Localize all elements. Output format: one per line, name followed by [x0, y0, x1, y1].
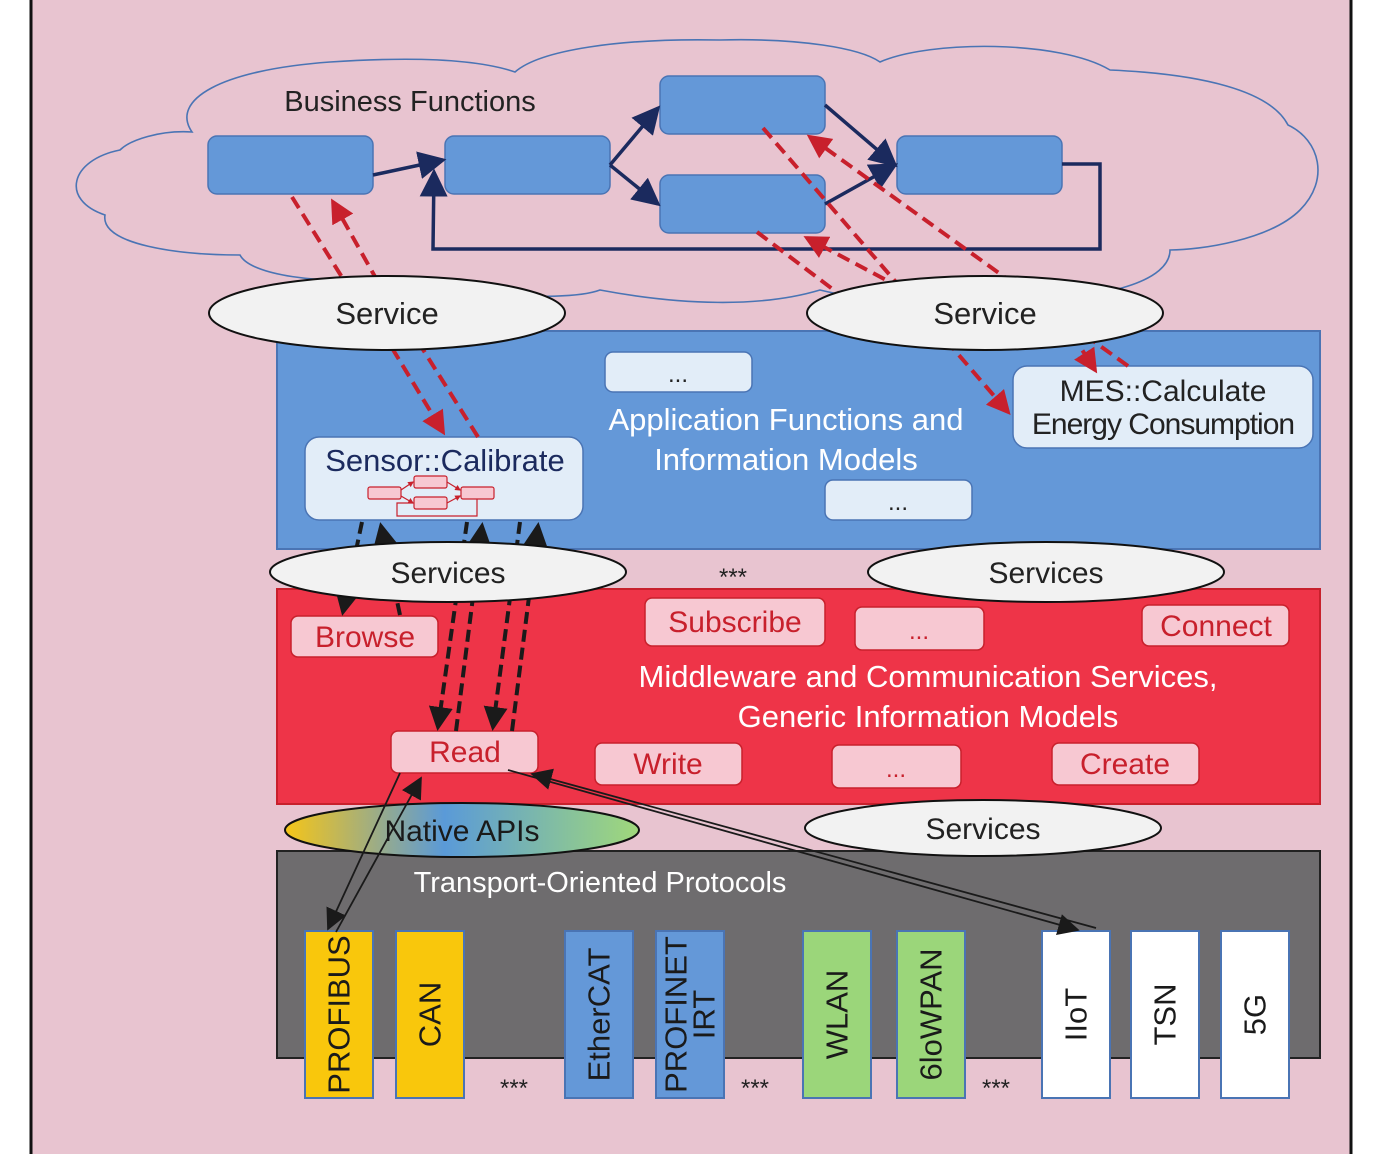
read-box[interactable]: [390, 730, 539, 774]
connect-box[interactable]: [1141, 604, 1290, 647]
service-left-label: Service: [335, 296, 438, 331]
middleware-items: Browse Subscribe ... Connect Read Write …: [290, 597, 1290, 789]
read-call-arrow: [428, 521, 469, 731]
profibus-to-read-arrow: [335, 776, 422, 933]
protocol-label-can: CAN: [413, 982, 448, 1047]
flow-arrow: [372, 151, 447, 179]
protocol-profinet-irt[interactable]: [655, 930, 725, 1099]
protocol-wlan[interactable]: [802, 930, 872, 1099]
service-interface-left[interactable]: [208, 275, 566, 351]
transport-layer-title: Transport-Oriented Protocols: [414, 867, 787, 899]
read-label: Read: [429, 736, 501, 769]
browse-label: Browse: [315, 621, 415, 654]
protocol-label-profibus: PROFIBUS: [322, 935, 357, 1093]
business-step-2[interactable]: [444, 135, 611, 195]
middleware-title-line1: Middleware and Communication Services,: [639, 659, 1218, 694]
business-step-4[interactable]: [896, 135, 1063, 195]
middleware-placeholder-top[interactable]: [854, 606, 985, 651]
application-layer-title-line1: Application Functions and: [608, 402, 963, 437]
subscribe-label: Subscribe: [668, 606, 801, 639]
business-step-1[interactable]: [207, 135, 374, 195]
protocol-label-wlan: WLAN: [820, 970, 855, 1060]
app-placeholder-box-bottom[interactable]: [824, 479, 973, 521]
mes-calculate-box[interactable]: [1012, 365, 1314, 449]
services-interface-right[interactable]: [867, 541, 1225, 603]
loop-back-arrow: [419, 162, 1102, 251]
protocol-label-5g: 5G: [1238, 994, 1273, 1035]
browse-box[interactable]: [290, 615, 439, 658]
services-separator-stars: ***: [719, 564, 747, 591]
business-process: [207, 75, 1102, 251]
protocol-label-6lowpan: 6loWPAN: [914, 948, 949, 1080]
protocol-separator-stars: ***: [500, 1075, 528, 1102]
create-box[interactable]: [1051, 742, 1200, 786]
middleware-placeholder-top-label: ...: [909, 618, 929, 645]
read-to-profibus-arrow: [326, 772, 401, 931]
service-return-line: [420, 346, 480, 439]
read-call-arrow: [483, 521, 522, 731]
application-layer-title-line2: Information Models: [654, 442, 918, 477]
create-label: Create: [1080, 748, 1170, 781]
service-ellipses: Service Service Services Services Servic…: [208, 275, 1225, 858]
app-placeholder-bottom-label: ...: [888, 489, 908, 516]
native-apis-interface[interactable]: [284, 802, 640, 858]
middleware-title-line2: Generic Information Models: [738, 699, 1119, 734]
protocol-separator-stars: ***: [982, 1075, 1010, 1102]
mes-label-line2: Energy Consumption: [1032, 408, 1294, 441]
business-functions-title: Business Functions: [284, 86, 535, 118]
flow-arrow: [608, 105, 661, 167]
service-return-arrow: [331, 198, 380, 283]
services-right-label: Services: [988, 557, 1103, 590]
protocol-label-ethercat: EtherCAT: [582, 948, 617, 1082]
subscribe-box[interactable]: [644, 597, 826, 647]
protocol-label-tsn: TSN: [1148, 984, 1183, 1046]
service-right-label: Service: [933, 296, 1036, 331]
app-placeholder-box-top[interactable]: [604, 351, 753, 393]
business-cloud: [75, 38, 1319, 304]
iiot-to-read-arrow: [530, 768, 1097, 929]
sensor-calibrate-label: Sensor::Calibrate: [325, 443, 565, 478]
business-step-3a[interactable]: [659, 75, 826, 135]
mes-label-line1: MES::Calculate: [1060, 375, 1267, 408]
write-box[interactable]: [594, 742, 743, 786]
native-apis-label: Native APIs: [384, 815, 539, 848]
middleware-placeholder-bottom[interactable]: [831, 744, 962, 789]
protocol-tsn[interactable]: [1130, 930, 1200, 1099]
services-interface-bottom[interactable]: [804, 799, 1162, 857]
business-step-3b[interactable]: [659, 174, 826, 234]
protocol-can[interactable]: [395, 930, 465, 1099]
protocol-ethercat[interactable]: [564, 930, 634, 1099]
read-to-iiot-arrow: [507, 769, 1080, 936]
protocol-label-profinet-irt: IRT: [687, 990, 722, 1039]
service-call-line: [290, 195, 347, 284]
service-call-arrow: [761, 126, 1011, 416]
flow-arrow: [608, 163, 661, 207]
flow-arrow: [824, 163, 899, 206]
services-interface-left[interactable]: [269, 541, 627, 603]
service-interface-right[interactable]: [806, 275, 1164, 351]
services-bottom-label: Services: [925, 813, 1040, 846]
protocol-5g[interactable]: [1220, 930, 1290, 1099]
protocol-separator-stars: ***: [741, 1075, 769, 1102]
protocol-label-iiot: IIoT: [1059, 988, 1094, 1041]
mini-workflow-icon: [367, 475, 495, 517]
protocol-iiot[interactable]: [1041, 930, 1111, 1099]
services-left-label: Services: [390, 557, 505, 590]
connect-label: Connect: [1160, 610, 1272, 643]
write-label: Write: [633, 748, 702, 781]
protocol-6lowpan[interactable]: [896, 930, 966, 1099]
protocol-label-profinet-irt: PROFINET: [659, 936, 694, 1093]
middleware-placeholder-bottom-label: ...: [886, 756, 906, 783]
protocol-profibus[interactable]: [304, 930, 374, 1099]
flow-arrow: [823, 103, 898, 168]
app-placeholder-top-label: ...: [668, 361, 688, 388]
service-call-arrow: [390, 346, 446, 436]
